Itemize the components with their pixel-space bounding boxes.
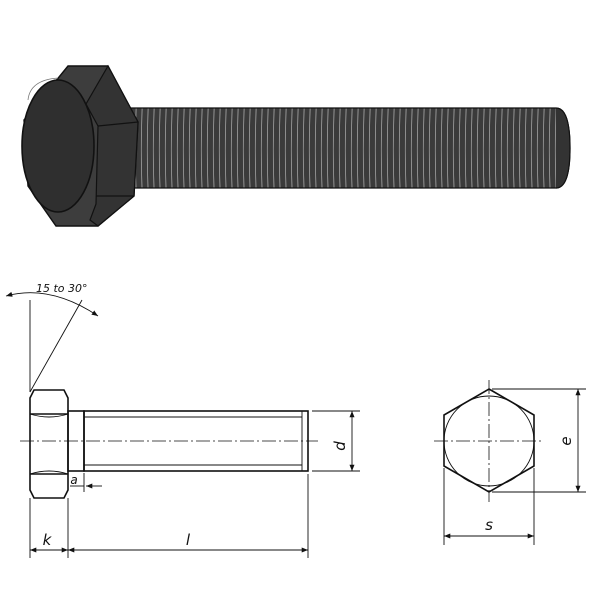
thread-runout-label: a: [70, 473, 77, 487]
chamfer-angle-line: [29, 299, 83, 393]
bolt-side-view: 15 to 30° d a: [5, 282, 360, 558]
across-flats-label: s: [485, 516, 493, 534]
chamfer-angle-arc: [5, 291, 99, 317]
bolt-shank-3d: [127, 107, 571, 189]
bolt-head-side: [29, 389, 69, 499]
bolt-3d-view: [21, 64, 571, 227]
length-label: l: [186, 531, 191, 549]
bolt-end-view: e s: [434, 380, 586, 545]
chamfer-angle-label: 15 to 30°: [36, 282, 88, 295]
across-corners-label: e: [557, 436, 575, 445]
diameter-label: d: [331, 441, 349, 451]
head-height-label: k: [43, 531, 53, 549]
bolt-head-3d: [21, 64, 139, 227]
